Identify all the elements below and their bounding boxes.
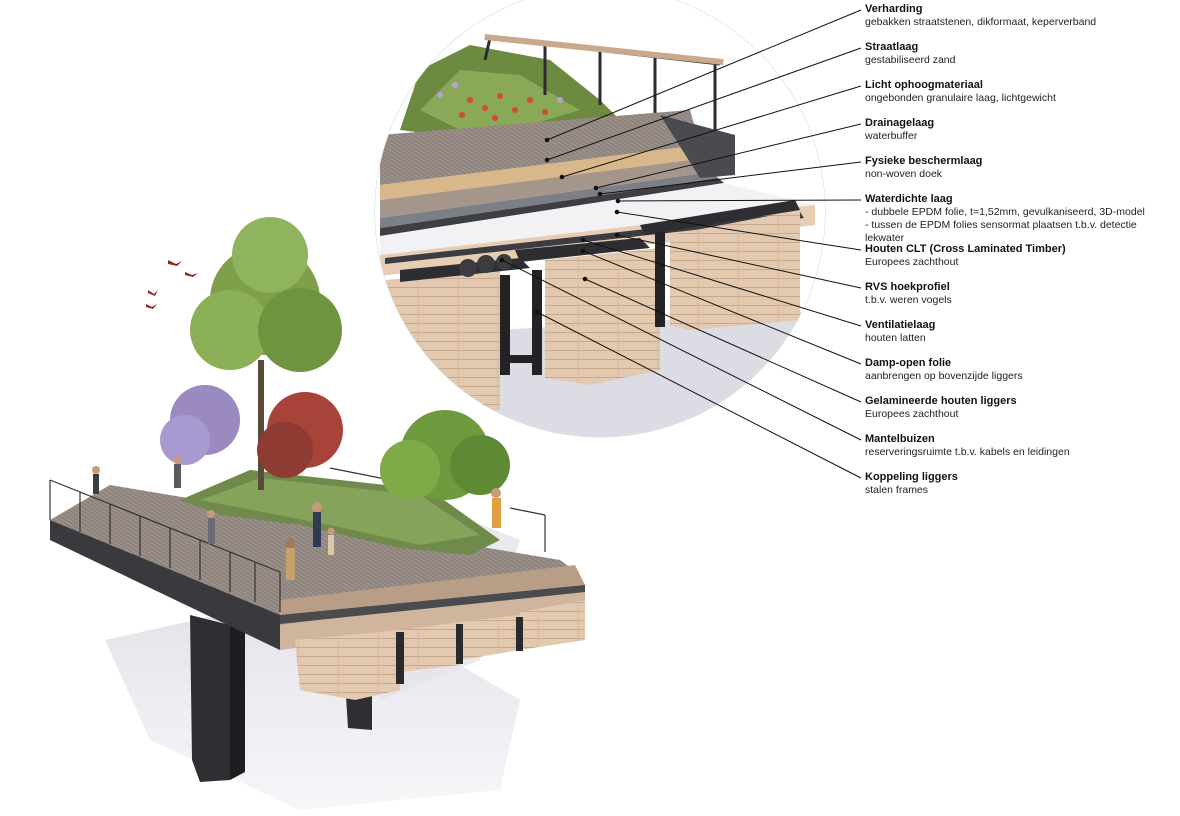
layer-name: Damp-open folie (865, 357, 952, 369)
people (92, 456, 501, 580)
steel-column (190, 615, 372, 782)
layer-name: Verharding (865, 3, 923, 15)
layer-description: gebakken straatstenen, dikformaat, keper… (865, 16, 1097, 28)
layer-label-ventilatielaag: Ventilatielaag houten latten (865, 319, 1175, 345)
layer-label-mantelbuizen: Mantelbuizen reserveringsruimte t.b.v. k… (865, 433, 1175, 459)
layer-description: reserveringsruimte t.b.v. kabels en leid… (865, 446, 1070, 458)
layer-name: Ventilatielaag (865, 319, 936, 331)
layer-description: waterbuffer (865, 130, 918, 142)
birds (146, 260, 198, 309)
layer-description: - dubbele EPDM folie, t=1,52mm, gevulkan… (865, 206, 1145, 218)
layer-description: - tussen de EPDM folies sensormat plaats… (865, 219, 1137, 244)
layer-description: t.b.v. weren vogels (865, 294, 952, 306)
planting (160, 217, 510, 500)
layer-description: non-woven doek (865, 168, 943, 180)
layer-description: stalen frames (865, 484, 929, 496)
layer-label-waterdichte-laag: Waterdichte laag - dubbele EPDM folie, t… (865, 193, 1175, 245)
layer-description: houten latten (865, 332, 926, 344)
detail-circle (374, 0, 826, 438)
layer-name: Waterdichte laag (865, 193, 953, 205)
layer-name: RVS hoekprofiel (865, 281, 950, 293)
layer-description: aanbrengen op bovenzijde liggers (865, 370, 1023, 382)
layer-label-koppeling-liggers: Koppeling liggers stalen frames (865, 471, 1175, 497)
layer-description: gestabiliseerd zand (865, 54, 956, 66)
layer-name: Drainagelaag (865, 117, 935, 129)
layer-label-damp-open-folie: Damp-open folie aanbrengen op bovenzijde… (865, 357, 1175, 383)
layer-name: Straatlaag (865, 41, 919, 53)
layer-name: Licht ophoogmateriaal (865, 79, 983, 91)
layer-name: Fysieke beschermlaag (865, 155, 983, 167)
layer-label-licht-ophoogmateriaal: Licht ophoogmateriaal ongebonden granula… (865, 79, 1175, 105)
leader-lines (499, 9, 862, 479)
layer-label-houten-clt: Houten CLT (Cross Laminated Timber) Euro… (865, 243, 1175, 269)
layer-name: Mantelbuizen (865, 433, 935, 445)
layer-description: ongebonden granulaire laag, lichtgewicht (865, 92, 1056, 104)
layer-label-rvs-hoekprofiel: RVS hoekprofiel t.b.v. weren vogels (865, 281, 1175, 307)
layer-name: Koppeling liggers (865, 471, 958, 483)
layer-label-gelamineerde-houten-liggers: Gelamineerde houten liggers Europees zac… (865, 395, 1175, 421)
layer-label-straatlaag: Straatlaag gestabiliseerd zand (865, 41, 1175, 67)
layer-name: Houten CLT (Cross Laminated Timber) (865, 243, 1066, 255)
layer-name: Gelamineerde houten liggers (865, 395, 1017, 407)
layer-label-verharding: Verharding gebakken straatstenen, dikfor… (865, 3, 1175, 29)
layer-description: Europees zachthout (865, 408, 959, 420)
layer-label-fysieke-beschermlaag: Fysieke beschermlaag non-woven doek (865, 155, 1175, 181)
deck-underside (50, 520, 585, 700)
layer-label-drainagelaag: Drainagelaag waterbuffer (865, 117, 1175, 143)
layer-description: Europees zachthout (865, 256, 959, 268)
